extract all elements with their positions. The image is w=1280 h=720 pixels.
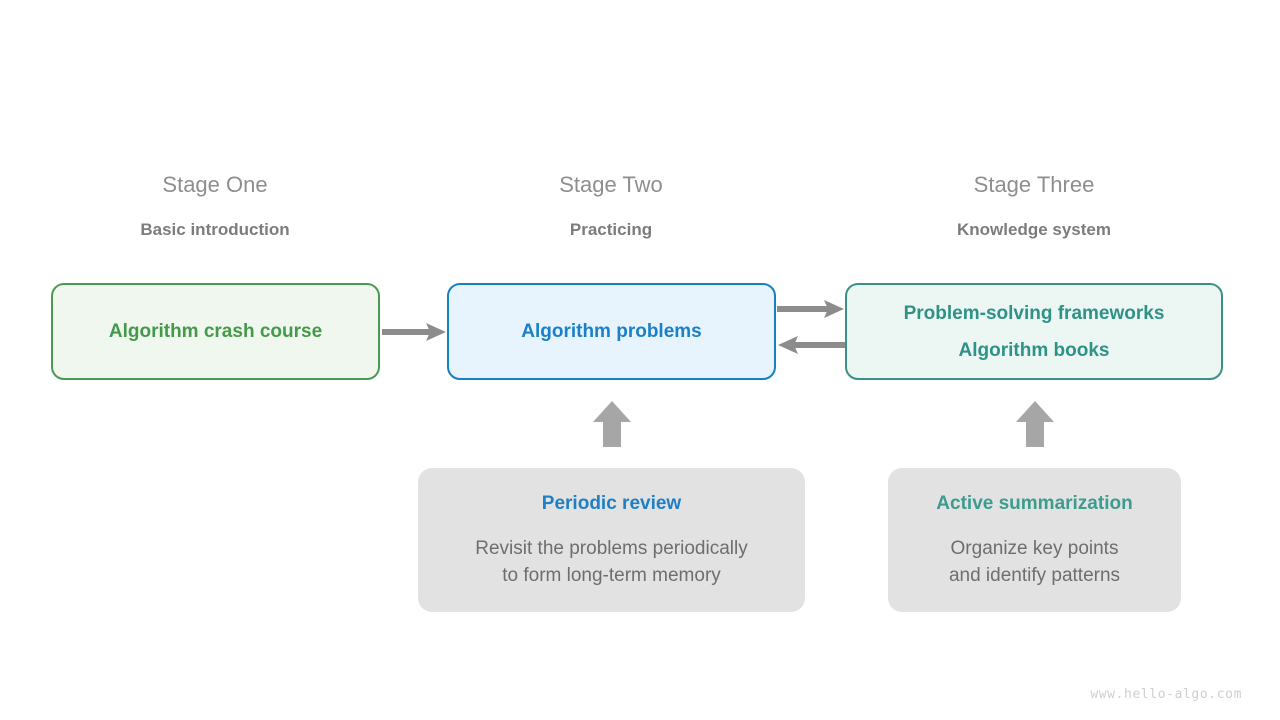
arrow-up-active-summarization (1016, 401, 1054, 447)
stage-two-subtitle: Practicing (569, 220, 653, 239)
active-summarization-body-line-2: and identify patterns (948, 564, 1121, 586)
stage-one-subtitle: Basic introduction (140, 220, 290, 239)
periodic-review-body-line-1: Revisit the problems periodically (475, 537, 748, 559)
periodic-review-box[interactable]: Periodic review Revisit the problems per… (418, 468, 805, 612)
stage-three-box-label-2: Algorithm books (958, 339, 1110, 361)
active-summarization-body-line-1: Organize key points (950, 537, 1119, 559)
stage-three-subtitle: Knowledge system (957, 220, 1111, 239)
stage-three-box-label-1: Problem-solving frameworks (903, 302, 1165, 324)
stage-two-box-label: Algorithm problems (521, 321, 702, 342)
periodic-review-body-line-2: to form long-term memory (502, 564, 721, 586)
stage-three-box[interactable]: Problem-solving frameworks Algorithm boo… (845, 283, 1223, 380)
stage-header-one: Stage One Basic introduction (35, 172, 395, 241)
stage-two-title: Stage Two (559, 172, 663, 197)
stage-three-title: Stage Three (973, 172, 1095, 197)
arrow-up-periodic-review (593, 401, 631, 447)
arrow-left-stage-three-to-two (778, 336, 845, 354)
active-summarization-title: Active summarization (936, 492, 1133, 514)
stage-one-box[interactable]: Algorithm crash course (51, 283, 380, 380)
stage-two-box[interactable]: Algorithm problems (447, 283, 776, 380)
watermark: www.hello-algo.com (1090, 687, 1242, 702)
periodic-review-title: Periodic review (541, 492, 682, 514)
arrow-right-stage-one-to-two (382, 323, 446, 341)
stage-header-two: Stage Two Practicing (431, 172, 791, 241)
stage-one-title: Stage One (162, 172, 268, 197)
stage-one-box-label: Algorithm crash course (108, 321, 323, 342)
active-summarization-box[interactable]: Active summarization Organize key points… (888, 468, 1181, 612)
arrow-right-stage-two-to-three (777, 300, 844, 318)
stage-header-three: Stage Three Knowledge system (854, 172, 1214, 241)
